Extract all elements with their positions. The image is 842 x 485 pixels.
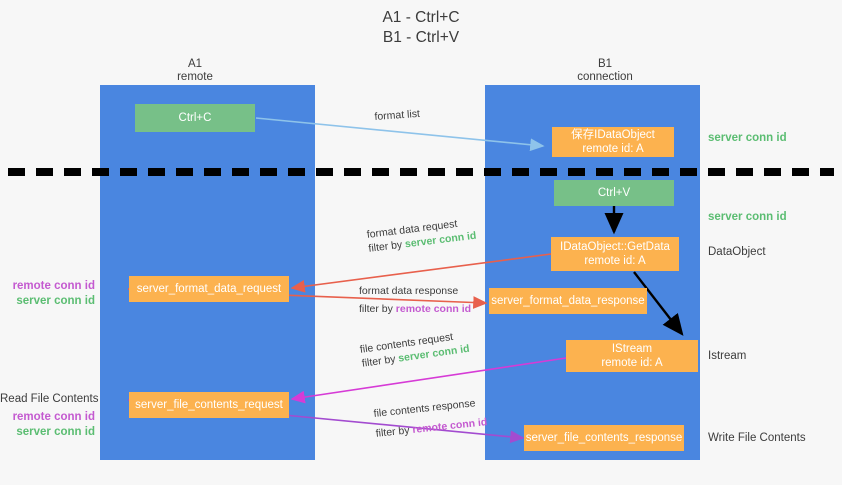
title-line-1: A1 - Ctrl+C [382, 9, 460, 26]
node-ctrl-c[interactable]: Ctrl+C [135, 104, 255, 132]
lane-header-a1: A1 remote [120, 58, 270, 84]
node-save-idataobject-line2: remote id: A [582, 143, 644, 155]
side-label-istream: Istream [708, 350, 747, 362]
node-server-file-contents-request[interactable]: server_file_contents_request [129, 392, 289, 418]
side-label-read-file-contents: Read File Contents [0, 393, 99, 405]
side-label-dataobject: DataObject [708, 246, 766, 258]
side-label-remote-conn-id-2: remote conn id [12, 411, 95, 423]
lane-header-a1-sub: remote [177, 71, 213, 83]
filter-prefix: filter by [359, 303, 396, 315]
node-server-file-contents-response[interactable]: server_file_contents_response [524, 425, 684, 451]
node-getdata-line2: remote id: A [584, 255, 646, 267]
side-label-write-file-contents: Write File Contents [708, 432, 806, 444]
node-istream-line2: remote id: A [601, 357, 663, 369]
edge-label-format-list-text: format list [374, 107, 421, 123]
node-save-idataobject[interactable]: 保存IDataObject remote id: A [552, 127, 674, 157]
filter-value-remote-conn-id: remote conn id [395, 303, 472, 315]
side-label-server-conn-id-2: server conn id [16, 426, 95, 438]
node-getdata-line1: IDataObject::GetData [560, 241, 670, 253]
lane-header-b1: B1 connection [530, 58, 680, 84]
lane-header-b1-name: B1 [597, 58, 613, 70]
node-server-format-data-response-label: server_format_data_response [491, 295, 645, 307]
lane-header-a1-name: A1 [187, 58, 203, 70]
filter-prefix: filter by [375, 424, 414, 440]
side-label-remote-conn-id-1: remote conn id [12, 280, 95, 292]
side-label-server-conn-id-top: server conn id [708, 132, 787, 144]
node-server-file-contents-response-label: server_file_contents_response [525, 432, 683, 444]
node-server-file-contents-request-label: server_file_contents_request [135, 399, 283, 411]
node-getdata[interactable]: IDataObject::GetData remote id: A [551, 237, 679, 271]
page-title: A1 - Ctrl+C B1 - Ctrl+V [0, 8, 842, 48]
node-ctrl-c-label: Ctrl+C [178, 112, 212, 124]
edge-label-format-data-response-filter: filter by remote conn id [359, 302, 471, 316]
node-istream-line1: IStream [611, 343, 653, 355]
node-save-idataobject-line1: 保存IDataObject [571, 129, 655, 141]
node-server-format-data-response[interactable]: server_format_data_response [489, 288, 647, 314]
edge-label-format-data-response: format data response filter by remote co… [359, 284, 471, 316]
node-server-format-data-request-label: server_format_data_request [136, 283, 282, 295]
node-ctrl-v[interactable]: Ctrl+V [554, 180, 674, 206]
node-istream[interactable]: IStream remote id: A [566, 340, 698, 372]
lane-header-b1-sub: connection [577, 71, 633, 83]
node-server-format-data-request[interactable]: server_format_data_request [129, 276, 289, 302]
edge-label-format-data-response-line1: format data response [359, 285, 459, 297]
side-label-server-conn-id-1: server conn id [16, 295, 95, 307]
node-ctrl-v-label: Ctrl+V [597, 187, 631, 199]
title-line-2: B1 - Ctrl+V [382, 29, 460, 46]
side-label-server-conn-id-mid: server conn id [708, 211, 787, 223]
